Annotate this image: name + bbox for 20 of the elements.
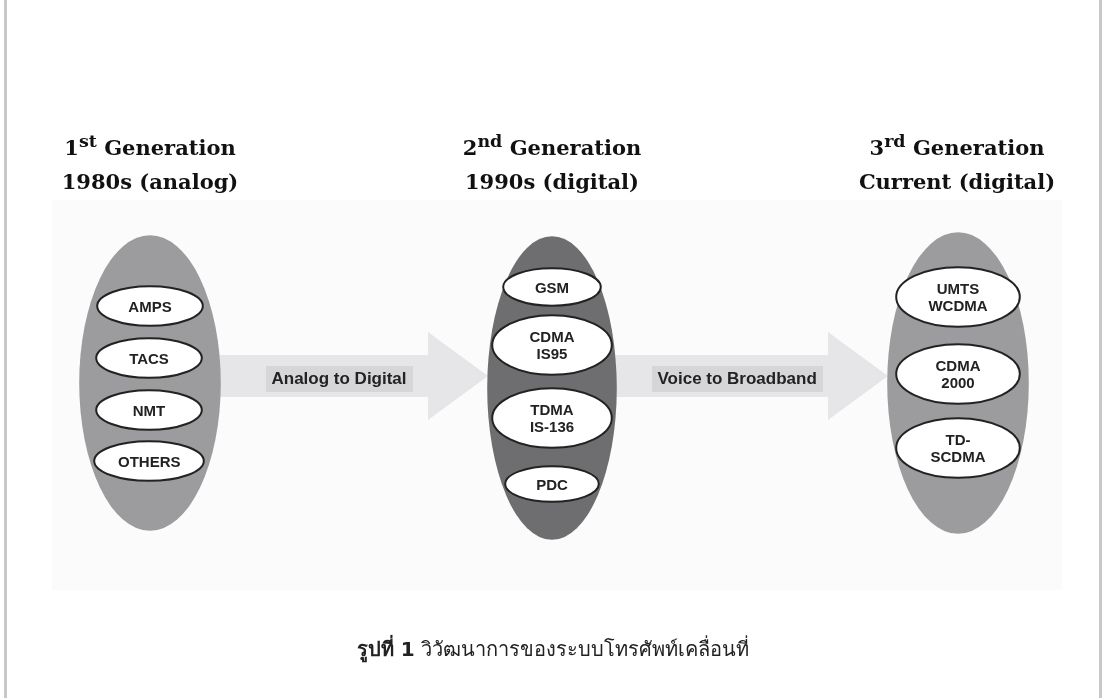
generation-oval [486,235,618,541]
generation-oval [78,234,222,532]
generation-heading: 3$^{rd}$ Generation Current (digital) [857,130,1057,196]
technology-oval: AMPS [96,285,204,327]
technology-oval: TACS [95,337,203,379]
edge-label: Voice to Broadband [651,366,823,392]
generation-heading: 2$^{nd}$ Generation 1990s (digital) [461,130,643,196]
technology-oval: PDC [504,465,600,503]
generation-oval [886,231,1030,535]
technology-oval: CDMA IS95 [491,314,613,376]
technology-oval: TDMA IS-136 [491,387,613,449]
generation-heading: 1$^{st}$ Generation 1980s (analog) [60,130,240,196]
technology-oval: CDMA 2000 [895,343,1021,405]
technology-oval: TD-SCDMA [895,417,1021,479]
figure-caption: รูปที่ 1 วิวัฒนาการของระบบโทรศัพท์เคลื่อนที่ [355,634,751,665]
technology-oval: UMTS WCDMA [895,266,1021,328]
edge-label: Analog to Digital [265,366,413,392]
technology-oval: NMT [95,389,203,431]
technology-oval: GSM [502,267,602,307]
technology-oval: OTHERS [93,440,205,482]
